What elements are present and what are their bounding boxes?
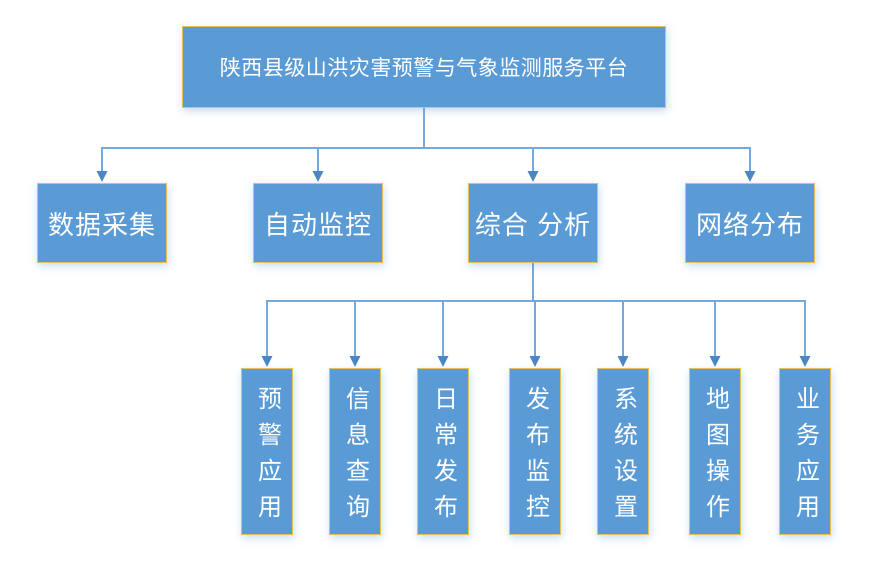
- node-network-distribution-label: 网络分布: [695, 209, 804, 240]
- node-map-operation: 地图操作: [689, 368, 741, 535]
- node-daily-release-label: 日常发布: [429, 385, 457, 530]
- node-system-settings-label: 系统设置: [609, 385, 637, 530]
- node-auto-monitoring: 自动监控: [253, 183, 383, 263]
- node-daily-release: 日常发布: [417, 368, 469, 535]
- node-warning-application-label: 预警应用: [253, 385, 281, 530]
- node-comprehensive-analysis: 综合 分析: [468, 183, 598, 263]
- node-platform-root: 陕西县级山洪灾害预警与气象监测服务平台: [182, 26, 666, 108]
- node-business-application-label: 业务应用: [791, 385, 819, 530]
- node-auto-monitoring-label: 自动监控: [263, 209, 372, 240]
- node-data-collection-label: 数据采集: [47, 209, 156, 240]
- node-info-query: 信息查询: [329, 368, 381, 535]
- node-info-query-label: 信息查询: [341, 385, 369, 530]
- node-release-monitoring-label: 发布监控: [521, 385, 549, 530]
- node-network-distribution: 网络分布: [685, 183, 815, 263]
- node-release-monitoring: 发布监控: [509, 368, 561, 535]
- node-system-settings: 系统设置: [597, 368, 649, 535]
- node-business-application: 业务应用: [779, 368, 831, 535]
- node-warning-application: 预警应用: [241, 368, 293, 535]
- arrowhead: [96, 171, 108, 182]
- node-comprehensive-analysis-label: 综合 分析: [474, 209, 592, 240]
- node-data-collection: 数据采集: [37, 183, 167, 263]
- node-map-operation-label: 地图操作: [701, 385, 729, 530]
- node-platform-root-label: 陕西县级山洪灾害预警与气象监测服务平台: [219, 57, 629, 80]
